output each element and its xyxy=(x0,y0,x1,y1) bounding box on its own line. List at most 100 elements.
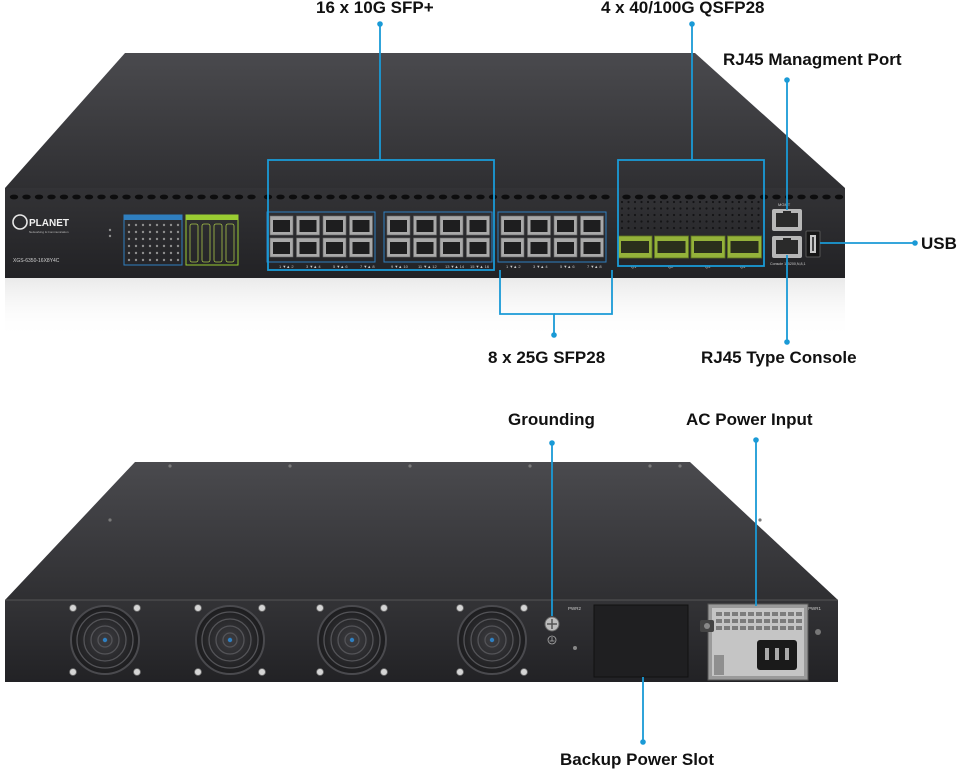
sfp-slot xyxy=(416,242,434,254)
perforation xyxy=(679,200,682,204)
perforation xyxy=(705,220,708,223)
psu-vent xyxy=(764,612,770,616)
sfp-slot xyxy=(469,242,487,254)
perforation xyxy=(698,220,702,223)
sfp-slot xyxy=(416,220,434,232)
perforation xyxy=(653,213,656,217)
fan-ring xyxy=(97,632,113,648)
perforation xyxy=(640,213,643,217)
sfp-cage-group xyxy=(266,211,376,263)
fan-ring xyxy=(208,618,252,662)
ground-symbol-icon xyxy=(547,635,557,645)
status-led xyxy=(169,258,173,262)
status-led xyxy=(127,244,131,248)
vent-hole xyxy=(784,194,794,200)
vent-hole xyxy=(59,194,69,200)
callout-qsfp28: 4 x 40/100G QSFP28 xyxy=(601,0,765,17)
screw xyxy=(758,518,762,522)
status-led xyxy=(148,258,152,262)
status-led xyxy=(148,237,152,241)
status-led xyxy=(141,258,145,262)
status-led xyxy=(127,230,131,234)
status-led xyxy=(169,244,173,248)
fan-hub xyxy=(102,637,108,643)
vent-hole xyxy=(234,194,244,200)
perforation xyxy=(620,200,624,204)
fan-screw xyxy=(133,604,141,612)
psu-vent xyxy=(716,619,722,623)
psu-vent xyxy=(780,626,786,630)
perforation xyxy=(737,213,741,217)
vent-hole xyxy=(538,194,548,200)
front-switch: PLANET Networking & Communication XGS-63… xyxy=(5,53,845,338)
psu-vent xyxy=(772,626,778,630)
perforation xyxy=(705,200,708,204)
vent-hole xyxy=(672,194,681,200)
sfp-slot xyxy=(557,220,574,232)
fan-ring xyxy=(83,618,127,662)
perforation xyxy=(705,213,708,217)
fan-ring xyxy=(215,625,245,655)
sfp-slot xyxy=(352,242,370,254)
rj45-management-port: MGMT xyxy=(772,202,802,231)
perforation xyxy=(646,220,650,223)
psu-vent xyxy=(724,626,730,630)
perforation xyxy=(666,213,669,217)
perforation xyxy=(724,213,728,217)
vent-hole xyxy=(488,194,498,200)
status-led xyxy=(134,223,138,227)
fan-ring xyxy=(484,632,500,648)
vent-hole xyxy=(147,194,156,200)
perforation xyxy=(705,226,708,230)
led-panel-header xyxy=(124,215,182,220)
status-led xyxy=(141,251,145,255)
perforation xyxy=(672,200,676,204)
status-led xyxy=(134,258,138,262)
perforation xyxy=(627,226,630,230)
status-led xyxy=(148,251,152,255)
psu-vent xyxy=(788,619,794,623)
vent-hole xyxy=(659,194,669,200)
vent-hole xyxy=(722,194,731,200)
status-led xyxy=(176,244,180,248)
status-led xyxy=(127,223,131,227)
perforation xyxy=(659,207,663,210)
perforation xyxy=(653,220,656,223)
fan-screw xyxy=(258,604,266,612)
vent-hole xyxy=(622,194,631,200)
perforation xyxy=(692,226,695,230)
sfp-slot xyxy=(273,242,290,254)
sfp-cage-group xyxy=(497,211,607,263)
fan-screw xyxy=(133,668,141,676)
front-reflection xyxy=(5,278,845,338)
qsfp-slot xyxy=(694,241,722,253)
perforation xyxy=(757,220,760,223)
fan-screw xyxy=(520,604,528,612)
fan-ring xyxy=(477,625,507,655)
status-led xyxy=(176,223,180,227)
status-led xyxy=(155,251,159,255)
vent-hole xyxy=(551,194,560,200)
perforation xyxy=(711,226,715,230)
psu-vent xyxy=(764,619,770,623)
perforation xyxy=(692,200,695,204)
sfp-slot xyxy=(583,242,601,254)
perforation xyxy=(659,220,663,223)
port-label: 9 ▼▲ 10 xyxy=(391,264,409,269)
perforation xyxy=(737,207,741,210)
vent-hole xyxy=(797,194,806,200)
front-vent-holes xyxy=(9,194,844,230)
ac-power-module: PWR1 xyxy=(700,603,821,681)
psu-vent xyxy=(716,612,722,616)
status-led xyxy=(141,244,145,248)
status-led xyxy=(162,230,166,234)
perforation xyxy=(750,220,754,223)
status-led xyxy=(148,223,152,227)
vent-hole xyxy=(47,194,56,200)
perforation xyxy=(685,200,689,204)
vent-hole xyxy=(684,194,694,200)
perforation xyxy=(705,207,708,210)
callout-grounding: Grounding xyxy=(508,410,595,429)
port-label: 3 ▼▲ 4 xyxy=(533,264,548,269)
brand-name: PLANET xyxy=(29,218,69,229)
